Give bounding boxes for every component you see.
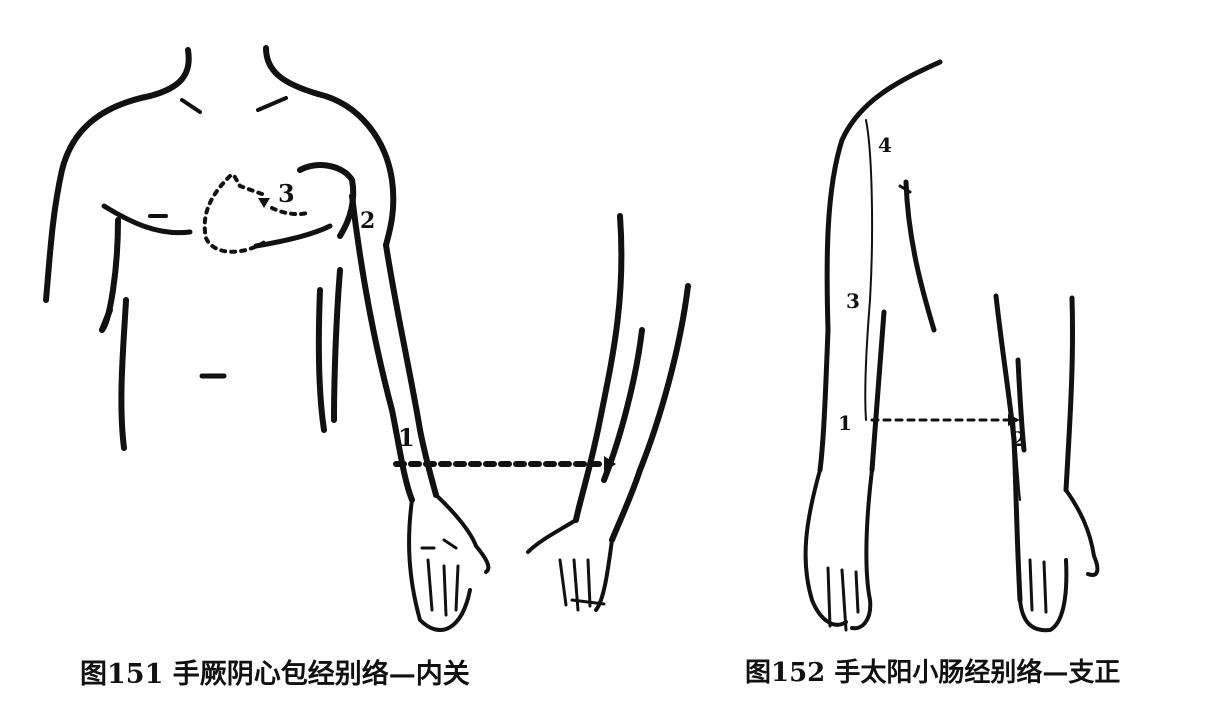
arrowhead-icon xyxy=(258,198,270,208)
figure-152-drawing xyxy=(803,59,1100,633)
figure-152-caption: 图152 手太阳小肠经别络—支正 xyxy=(745,658,1121,688)
arrowhead-icon xyxy=(604,456,616,472)
left-arm-outline xyxy=(43,93,153,303)
marker-152-4: 4 xyxy=(878,133,892,157)
back-forearm-outline xyxy=(993,293,1023,603)
upper-arm-outline xyxy=(824,59,943,333)
figure-151-meridian xyxy=(202,170,607,467)
neck-outline xyxy=(147,47,192,99)
marker-152-3: 3 xyxy=(846,289,860,313)
right-arm-outline xyxy=(349,193,415,503)
marker-151-2: 2 xyxy=(360,208,375,234)
marker-152-2: 2 xyxy=(1012,427,1026,451)
marker-151-1: 1 xyxy=(398,423,415,452)
figure-151-drawing xyxy=(43,45,691,632)
second-forearm-outline xyxy=(573,213,625,523)
arrowhead-icon xyxy=(1008,414,1020,426)
figure-151-caption: 图151 手厥阴心包经别络—内关 xyxy=(80,659,470,690)
figure-152-meridian xyxy=(864,119,1021,501)
marker-151-3: 3 xyxy=(278,179,295,208)
marker-152-1: 1 xyxy=(838,411,852,435)
